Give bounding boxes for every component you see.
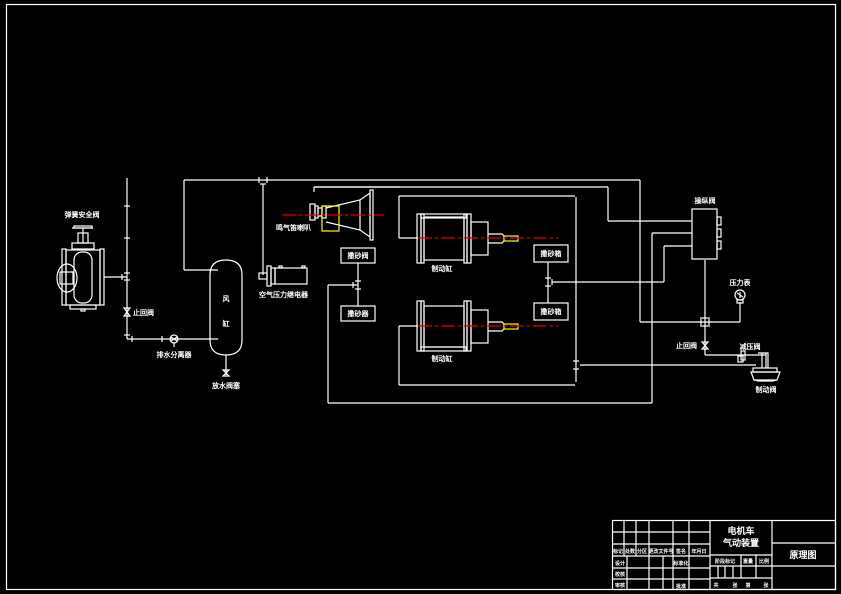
stop-valve-left-symbol [122, 307, 132, 317]
label-pressure-relay: 空气压力继电器 [259, 290, 309, 299]
tb-header-mark: 标记 [612, 548, 623, 555]
label-brake-cylinder-top: 制动缸 [432, 264, 453, 273]
tb-header-zone: 分区 [637, 548, 647, 555]
label-air-tank-1: 风 [223, 294, 230, 303]
label-stop-valve-left: 止回阀 [133, 308, 154, 317]
label-safety-valve: 弹簧安全阀 [65, 210, 100, 219]
label-drain-valve: 放水阀塞 [211, 381, 241, 390]
sand-box-right-top [533, 244, 569, 263]
drawing-subject-line2: 气动装置 [722, 537, 759, 549]
label-pressure-gauge: 压力表 [730, 278, 752, 287]
label-horn: 鸣气笛喇叭 [276, 223, 311, 232]
tb-header-signature: 签名 [675, 548, 686, 555]
reducing-valve-symbol [737, 350, 769, 368]
drawing-border [5, 3, 837, 591]
pipe-inner-frame [398, 195, 652, 386]
tb-approve: 批准 [676, 583, 686, 590]
spring-safety-valve-symbol [56, 225, 105, 312]
control-valve-symbol [691, 208, 722, 260]
tb-sheet-total-prefix: 共 [713, 582, 718, 589]
pipe-top-main [183, 177, 641, 275]
label-drain-filter: 排水分离器 [157, 350, 193, 359]
tb-stage-mark: 阶段标记 [715, 558, 735, 565]
label-sand-box-right-top: 撒砂箱 [541, 249, 562, 258]
brake-valve-symbol [750, 367, 781, 382]
tb-role-design: 设计 [615, 560, 625, 567]
pressure-relay-symbol [258, 265, 308, 287]
tb-standardization: 标准化 [672, 560, 688, 567]
tb-role-review: 审核 [615, 582, 625, 589]
pipe-right-network [314, 186, 766, 403]
label-brake-valve: 制动阀 [756, 385, 777, 394]
tb-sheet-total-suffix: 张 [732, 582, 738, 589]
label-control-valve: 操纵阀 [695, 196, 716, 205]
title-block [611, 519, 837, 591]
pipe-left-vertical [104, 178, 218, 342]
label-reducing-valve: 减压阀 [740, 342, 761, 351]
label-air-tank-2: 缸 [222, 319, 230, 328]
stop-valve-right-symbol [700, 341, 710, 350]
tb-sheet-no-suffix: 张 [763, 582, 769, 589]
tb-scale: 比例 [759, 558, 769, 565]
pipe-sand-left [327, 263, 652, 404]
air-horn-symbol [309, 186, 400, 241]
pipe-sand-right [545, 262, 652, 303]
horn-highlight-box [321, 205, 340, 232]
sand-box-right-bottom [533, 302, 569, 321]
label-stop-valve-right: 止回阀 [676, 341, 697, 350]
drawing-subject-line1: 电机车 [727, 525, 754, 537]
tb-header-date: 年月日 [691, 548, 706, 555]
tb-header-count: 处数 [624, 548, 636, 555]
tb-sheet-no-prefix: 第 [745, 582, 750, 589]
pressure-gauge-symbol [734, 289, 746, 304]
label-brake-cylinder-bottom: 制动缸 [432, 354, 453, 363]
tb-header-change-doc: 更改文件号 [648, 548, 673, 555]
drawing-title: 原理图 [789, 550, 816, 561]
drain-filter-symbol [169, 334, 179, 347]
label-sand-valve-bottom: 撒砂器 [348, 309, 370, 318]
air-tank-symbol [209, 259, 243, 377]
tb-weight: 重量 [743, 558, 753, 565]
label-sand-box-right-bottom: 撒砂箱 [541, 307, 562, 316]
label-sand-valve-top: 撒砂阀 [348, 251, 369, 260]
tb-role-check: 校核 [615, 571, 625, 578]
